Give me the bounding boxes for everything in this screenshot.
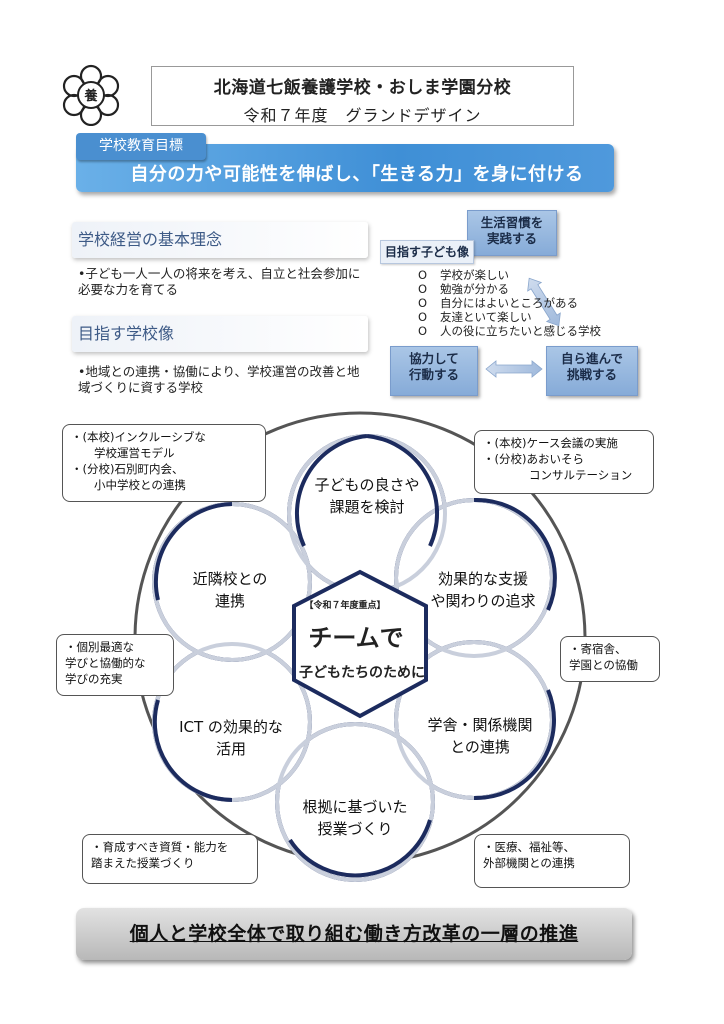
double-arrow-diagonal-icon <box>527 277 561 327</box>
callout-mid-right: ・寄宿舎、 学園との協働 <box>560 636 660 682</box>
title-box: 北海道七飯養護学校・おしま学園分校 令和７年度 グランドデザイン <box>151 66 574 126</box>
center-main-text: チームで <box>308 624 404 652</box>
center-sub-text: 子どもたちのために <box>299 665 425 681</box>
habit-box: 生活習慣を 実践する <box>467 210 557 256</box>
petal-lower-right-label: 学舎・関係機関 との連携 <box>427 716 533 756</box>
goal-label: 学校教育目標 <box>76 133 206 160</box>
center-hexagon <box>292 569 428 719</box>
footer-banner: 個人と学校全体で取り組む働き方改革の一層の推進 <box>76 908 632 960</box>
ideal-child-arrows <box>485 277 561 378</box>
callout-top-left: ・(本校)インクルーシブな 学校運営モデル ・(分校)石別町内会、 小中学校との… <box>62 424 266 502</box>
focus-badge: 【令和７年度重点】 <box>304 601 386 611</box>
school-image-heading: 目指す学校像 <box>72 316 368 352</box>
ideal-child-label: 目指す子ども像 <box>380 240 474 264</box>
management-heading: 学校経営の基本理念 <box>72 222 368 258</box>
school-image-text: •地域との連携・協働により、学校運営の改善と地域づくりに資する学校 <box>78 364 360 395</box>
petal-bottom-label: 根拠に基づいた 授業づくり <box>302 798 408 838</box>
callout-bottom-left: ・育成すべき資質・能力を 踏まえた授業づくり <box>82 834 258 884</box>
double-arrow-horizontal-icon <box>485 360 543 378</box>
emblem-char: 養 <box>83 88 97 104</box>
page-subtitle: 令和７年度 グランドデザイン <box>243 106 482 125</box>
footer-text: 個人と学校全体で取り組む働き方改革の一層の推進 <box>129 923 579 945</box>
callout-mid-left: ・個別最適な 学びと協働的な 学びの充実 <box>56 634 174 696</box>
petal-upper-right-label: 効果的な支援 や関わりの追求 <box>430 570 536 610</box>
school-emblem-icon: 養 <box>62 64 120 126</box>
goal-text: 自分の力や可能性を伸ばし、「生きる力」を身に付ける <box>130 164 584 185</box>
petal-top-label: 子どもの良さや 課題を検討 <box>314 476 420 516</box>
petal-lower-left-label: ICT の効果的な 活用 <box>179 718 283 758</box>
callout-bottom-right: ・医療、福祉等、 外部機関との連携 <box>474 834 630 888</box>
cooperate-box: 協力して 行動する <box>390 346 478 396</box>
management-text: •子ども一人一人の将来を考え、自立と社会参加に必要な力を育てる <box>78 266 361 297</box>
callout-top-right: ・(本校)ケース会議の実施 ・(分校)あおいそら コンサルテーション <box>474 430 654 494</box>
challenge-box: 自ら進んで 挑戦する <box>546 346 638 396</box>
petal-upper-left-label: 近隣校との 連携 <box>192 570 268 610</box>
school-name: 北海道七飯養護学校・おしま学園分校 <box>213 78 512 98</box>
team-diagram <box>133 411 587 882</box>
